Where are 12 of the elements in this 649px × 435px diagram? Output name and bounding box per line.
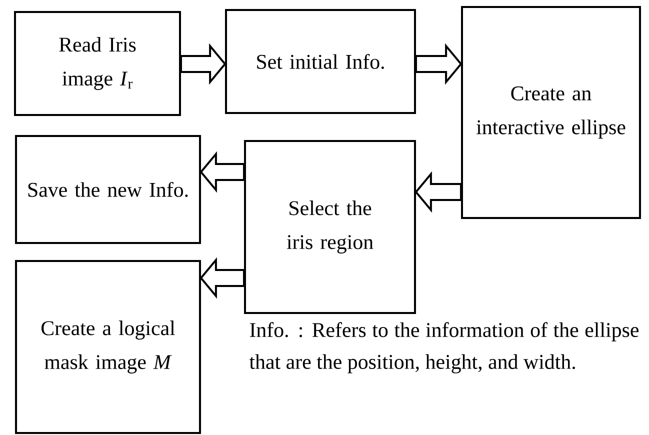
process-box: Select the iris region [244,140,416,314]
process-box: Create an interactive ellipse [461,6,641,219]
process-box: Set initial Info. [225,9,416,114]
process-box: Create a logical mask image M [15,260,201,434]
process-box: Save the new Info. [15,134,201,244]
hollow-arrow [415,43,462,85]
hollow-arrow [180,43,226,85]
note-text: Info. : Refers to the information of the ellipse that are the position, height, and width. [249,322,639,374]
hollow-arrow [200,257,245,299]
process-box: Read Iris image I$_{r}$ [14,11,181,116]
hollow-arrow [200,151,245,193]
hollow-arrow [414,171,462,213]
